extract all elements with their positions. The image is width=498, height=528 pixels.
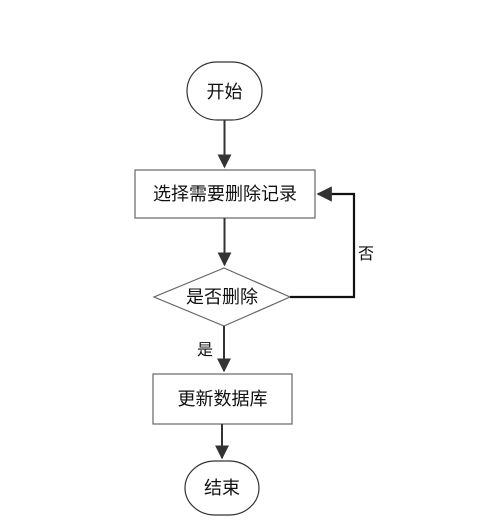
select-record-node: 选择需要删除记录: [134, 169, 316, 219]
edge-no-label: 否: [358, 244, 374, 263]
edge-yes-label: 是: [197, 340, 213, 359]
update-db-node: 更新数据库: [152, 373, 293, 425]
end-node-label: 结束: [204, 478, 240, 499]
end-node-shape: [184, 460, 260, 516]
decision-label: 是否删除: [186, 287, 258, 308]
update-db-label: 更新数据库: [178, 389, 268, 410]
select-record-shape: [134, 169, 316, 219]
start-node-label: 开始: [207, 82, 243, 103]
end-node: 结束: [184, 460, 260, 516]
select-record-label: 选择需要删除记录: [153, 184, 297, 205]
start-node: 开始: [186, 61, 263, 121]
edge-decision-no-loop: [290, 186, 356, 299]
decision-node: 是否删除: [152, 267, 292, 327]
